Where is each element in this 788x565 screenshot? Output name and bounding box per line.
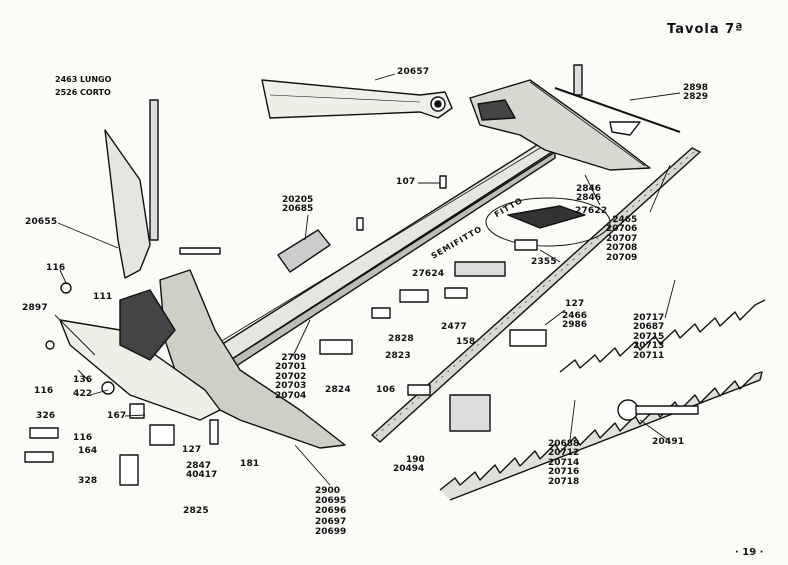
- part-label: 181: [240, 459, 260, 469]
- part-label: 20695: [315, 496, 347, 507]
- part-label: 2898: [683, 83, 709, 93]
- part-label: 2828: [388, 334, 414, 344]
- legend-short: 2526 CORTO: [55, 88, 111, 97]
- part-label: 20715: [633, 331, 665, 342]
- part-label: 40417: [186, 470, 218, 481]
- page-number: · 19 ·: [735, 547, 764, 558]
- part-label: 167: [107, 411, 127, 421]
- length-legend: 2463 LUNGO 2526 CORTO: [55, 73, 111, 99]
- part-stack: 2900 20695 20696 20697 20699: [315, 486, 346, 537]
- part-stack: 2847 40417: [186, 461, 218, 481]
- part-label: 20702: [275, 371, 307, 382]
- part-label: 20706: [606, 224, 638, 235]
- part-label: 20696: [315, 506, 347, 517]
- part-stack: 2465 20706 20707 20708 20709: [606, 215, 638, 263]
- part-label: 2823: [385, 351, 411, 361]
- part-label: 20701: [275, 362, 307, 373]
- knife-sections: [439, 299, 766, 501]
- part-label: 328: [78, 476, 98, 486]
- finger-27622: [485, 197, 611, 247]
- part-label: 326: [36, 411, 56, 421]
- part-label: 2986: [562, 320, 588, 331]
- part-label: 2477: [441, 322, 467, 332]
- part-label: 20716: [548, 467, 580, 478]
- part-label: 20703: [275, 381, 307, 392]
- part-stack: 2846 2846: [576, 184, 602, 204]
- part-label: 2900: [315, 486, 341, 496]
- part-label: 2466: [562, 311, 588, 321]
- part-label: 20685: [282, 204, 314, 215]
- part-label: 136: [73, 375, 93, 385]
- part-label: 27624: [412, 269, 445, 279]
- part-label: 127: [565, 299, 585, 309]
- part-label: 116: [34, 386, 54, 396]
- part-label: 20712: [548, 448, 580, 459]
- part-label: 106: [376, 385, 396, 395]
- part-label: 116: [46, 263, 66, 273]
- part-label: 2465: [612, 215, 638, 225]
- part-label: 20713: [633, 341, 665, 352]
- part-label: 158: [456, 337, 476, 347]
- part-label: 20494: [393, 464, 425, 475]
- legend-long: 2463 LUNGO: [55, 75, 112, 84]
- part-stack: 2898 2829: [683, 83, 709, 103]
- part-label: 20707: [606, 233, 638, 244]
- part-label: 20718: [548, 476, 580, 487]
- part-label: 20717: [633, 313, 665, 323]
- knife-back: [371, 147, 701, 443]
- part-label: 20704: [275, 390, 307, 401]
- part-stack: 20717 20687 20715 20713 20711: [633, 313, 665, 361]
- part-label: 190: [406, 455, 425, 465]
- part-label: 27622: [575, 206, 608, 216]
- part-label: 20699: [315, 526, 347, 537]
- part-label: 20709: [606, 252, 638, 263]
- part-label: 2824: [325, 385, 351, 395]
- part-label: 164: [78, 446, 98, 456]
- part-label: 20687: [633, 322, 665, 333]
- grass-rod: [554, 64, 681, 136]
- inner-shoe: [59, 269, 346, 449]
- part-label: 2847: [186, 461, 212, 471]
- part-label: 20655: [25, 217, 58, 227]
- part-label: 20688: [548, 439, 580, 449]
- part-label: 2825: [183, 506, 209, 516]
- part-label: 127: [182, 445, 202, 455]
- part-stack: 2466 2986: [562, 311, 588, 331]
- part-stack: 2709 20701 20702 20703 20704: [275, 353, 307, 401]
- part-label: 20711: [633, 350, 665, 361]
- swath-guide: [104, 99, 159, 279]
- part-label: 20708: [606, 243, 638, 254]
- swath-board: [261, 79, 453, 119]
- part-label: 20657: [397, 67, 430, 77]
- part-label: 2709: [281, 353, 307, 363]
- part-stack: 20205 20685: [282, 195, 314, 215]
- part-label: 2355: [531, 257, 557, 267]
- cutter-bar: [204, 139, 556, 379]
- part-label: 20697: [315, 516, 347, 527]
- wear-plate: [277, 229, 331, 273]
- part-label: 2829: [683, 92, 709, 103]
- part-label: 20714: [548, 457, 580, 468]
- outer-shoe: [469, 79, 651, 171]
- part-label: 20205: [282, 195, 314, 205]
- part-label: 2897: [22, 303, 48, 313]
- part-label: 116: [73, 433, 93, 443]
- small-parts: [24, 175, 699, 486]
- part-label: 422: [73, 389, 93, 399]
- part-label: 111: [93, 292, 113, 302]
- part-label: 107: [396, 177, 416, 187]
- part-stack: 190 20494: [393, 455, 425, 475]
- table-title: Tavola 7ª: [667, 22, 744, 37]
- part-label: 20491: [652, 437, 685, 447]
- part-label: 2846: [576, 193, 602, 204]
- part-stack: 20688 20712 20714 20716 20718: [548, 439, 580, 487]
